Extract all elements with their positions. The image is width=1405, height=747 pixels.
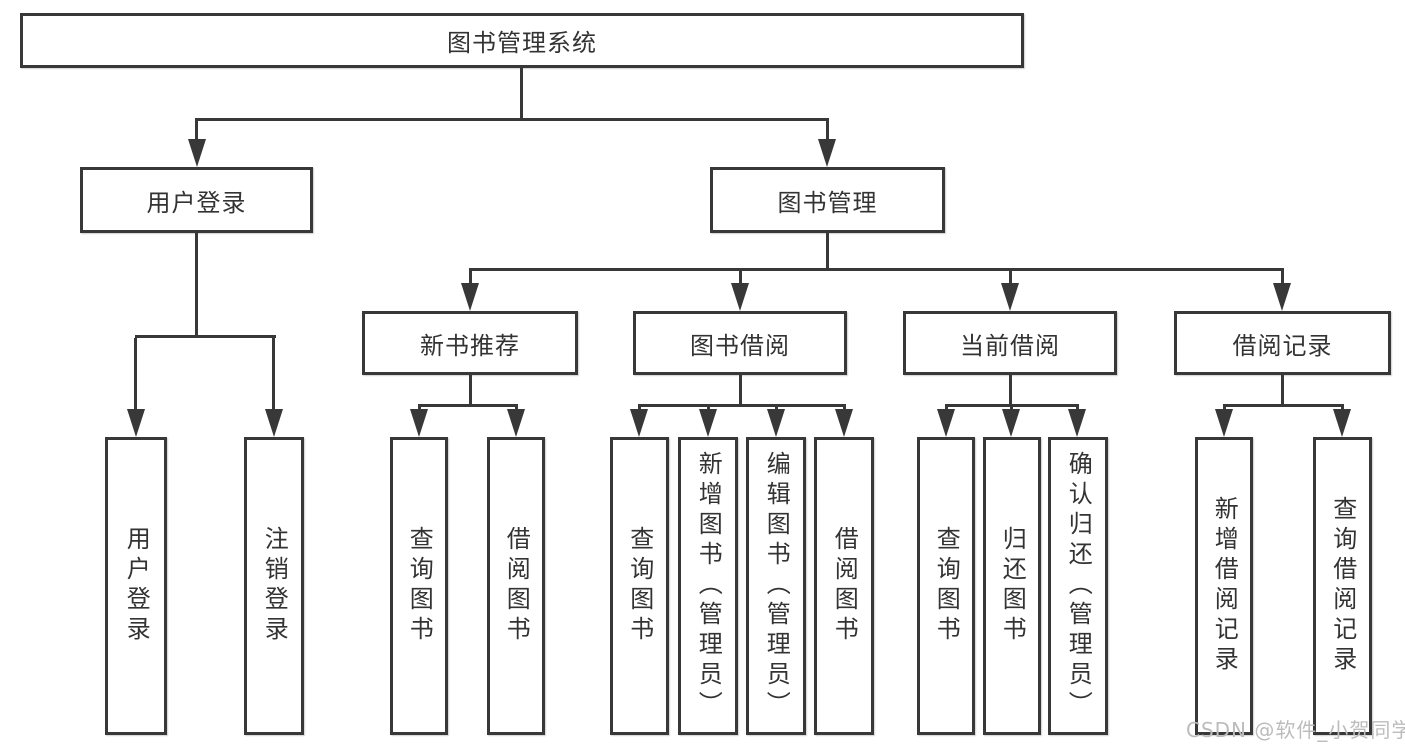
- leaf-borrow-books: 借阅图书: [814, 437, 874, 735]
- connector-user-login-branch: [135, 335, 276, 338]
- connector-stem: [418, 404, 421, 410]
- connector-book-mgmt-stem: [826, 233, 829, 271]
- node-user-login: 用户登录: [80, 167, 313, 233]
- connector-stem: [638, 404, 641, 410]
- connector-stem: [707, 404, 710, 410]
- connector-stem-login-leaf: [134, 338, 137, 410]
- arrow-down-icon: [1273, 283, 1291, 311]
- connector-user-login-stem: [195, 233, 198, 337]
- connector-stem: [1076, 404, 1079, 410]
- csdn-watermark: CSDN @软件_小贺同学: [1186, 718, 1405, 742]
- connector-stem: [739, 375, 742, 405]
- arrow-down-icon: [699, 409, 717, 437]
- leaf-query-books-recommend: 查询图书: [390, 437, 448, 735]
- leaf-logout: 注销登录: [244, 437, 304, 735]
- node-new-book-recommend: 新书推荐: [362, 311, 578, 375]
- leaf-query-books-borrowing: 查询图书: [610, 437, 669, 735]
- node-book-borrowing: 图书借阅: [633, 311, 847, 375]
- node-borrow-records: 借阅记录: [1174, 311, 1391, 375]
- arrow-down-icon: [1215, 409, 1233, 437]
- connector-stem-book-mgmt: [826, 121, 829, 141]
- connector-stem-new-books: [469, 271, 472, 284]
- arrow-down-icon: [410, 409, 428, 437]
- arrow-down-icon: [767, 409, 785, 437]
- connector-stem: [515, 404, 518, 410]
- node-book-management: 图书管理: [710, 167, 945, 233]
- connector-stem-logout-leaf: [272, 338, 275, 410]
- arrow-down-icon: [630, 409, 648, 437]
- arrow-down-icon: [1068, 409, 1086, 437]
- arrow-down-icon: [188, 139, 206, 167]
- arrow-down-icon: [127, 409, 145, 437]
- connector-root-branch: [195, 118, 829, 121]
- connector-stem-current-borrow: [1009, 271, 1012, 284]
- arrow-down-icon: [1333, 409, 1351, 437]
- connector-root-stem: [520, 68, 523, 120]
- arrow-down-icon: [1001, 283, 1019, 311]
- connector-stem: [1223, 404, 1226, 410]
- leaf-return-books: 归还图书: [983, 437, 1041, 735]
- leaf-add-borrow-record: 新增借阅记录: [1195, 437, 1253, 735]
- connector-stem-borrow-records: [1281, 271, 1284, 284]
- connector-stem-book-borrow: [739, 271, 742, 284]
- leaf-add-books-admin: 新增图书（管理员）: [678, 437, 738, 735]
- leaf-confirm-return-admin: 确认归还（管理员）: [1048, 437, 1108, 735]
- connector-branch: [418, 404, 518, 407]
- leaf-query-books-current: 查询图书: [917, 437, 975, 735]
- connector-stem-user-login: [195, 121, 198, 141]
- node-root-library-system: 图书管理系统: [20, 13, 1024, 68]
- node-current-borrowing: 当前借阅: [903, 311, 1117, 375]
- connector-stem: [775, 404, 778, 410]
- connector-stem: [843, 404, 846, 410]
- leaf-edit-books-admin: 编辑图书（管理员）: [746, 437, 806, 735]
- arrow-down-icon: [1002, 409, 1020, 437]
- arrow-down-icon: [818, 139, 836, 167]
- connector-stem: [1281, 375, 1284, 405]
- leaf-user-login: 用户登录: [105, 437, 167, 735]
- arrow-down-icon: [461, 283, 479, 311]
- leaf-borrow-books-recommend: 借阅图书: [487, 437, 545, 735]
- arrow-down-icon: [265, 409, 283, 437]
- connector-stem: [945, 404, 948, 410]
- connector-book-mgmt-branch: [469, 268, 1284, 271]
- connector-stem: [469, 375, 472, 405]
- connector-stem: [1341, 404, 1344, 410]
- arrow-down-icon: [507, 409, 525, 437]
- connector-stem: [1010, 404, 1013, 410]
- arrow-down-icon: [937, 409, 955, 437]
- leaf-query-borrow-record: 查询借阅记录: [1313, 437, 1372, 735]
- connector-branch: [638, 404, 846, 407]
- connector-branch: [1223, 404, 1344, 407]
- arrow-down-icon: [731, 283, 749, 311]
- arrow-down-icon: [835, 409, 853, 437]
- connector-stem: [1009, 375, 1012, 405]
